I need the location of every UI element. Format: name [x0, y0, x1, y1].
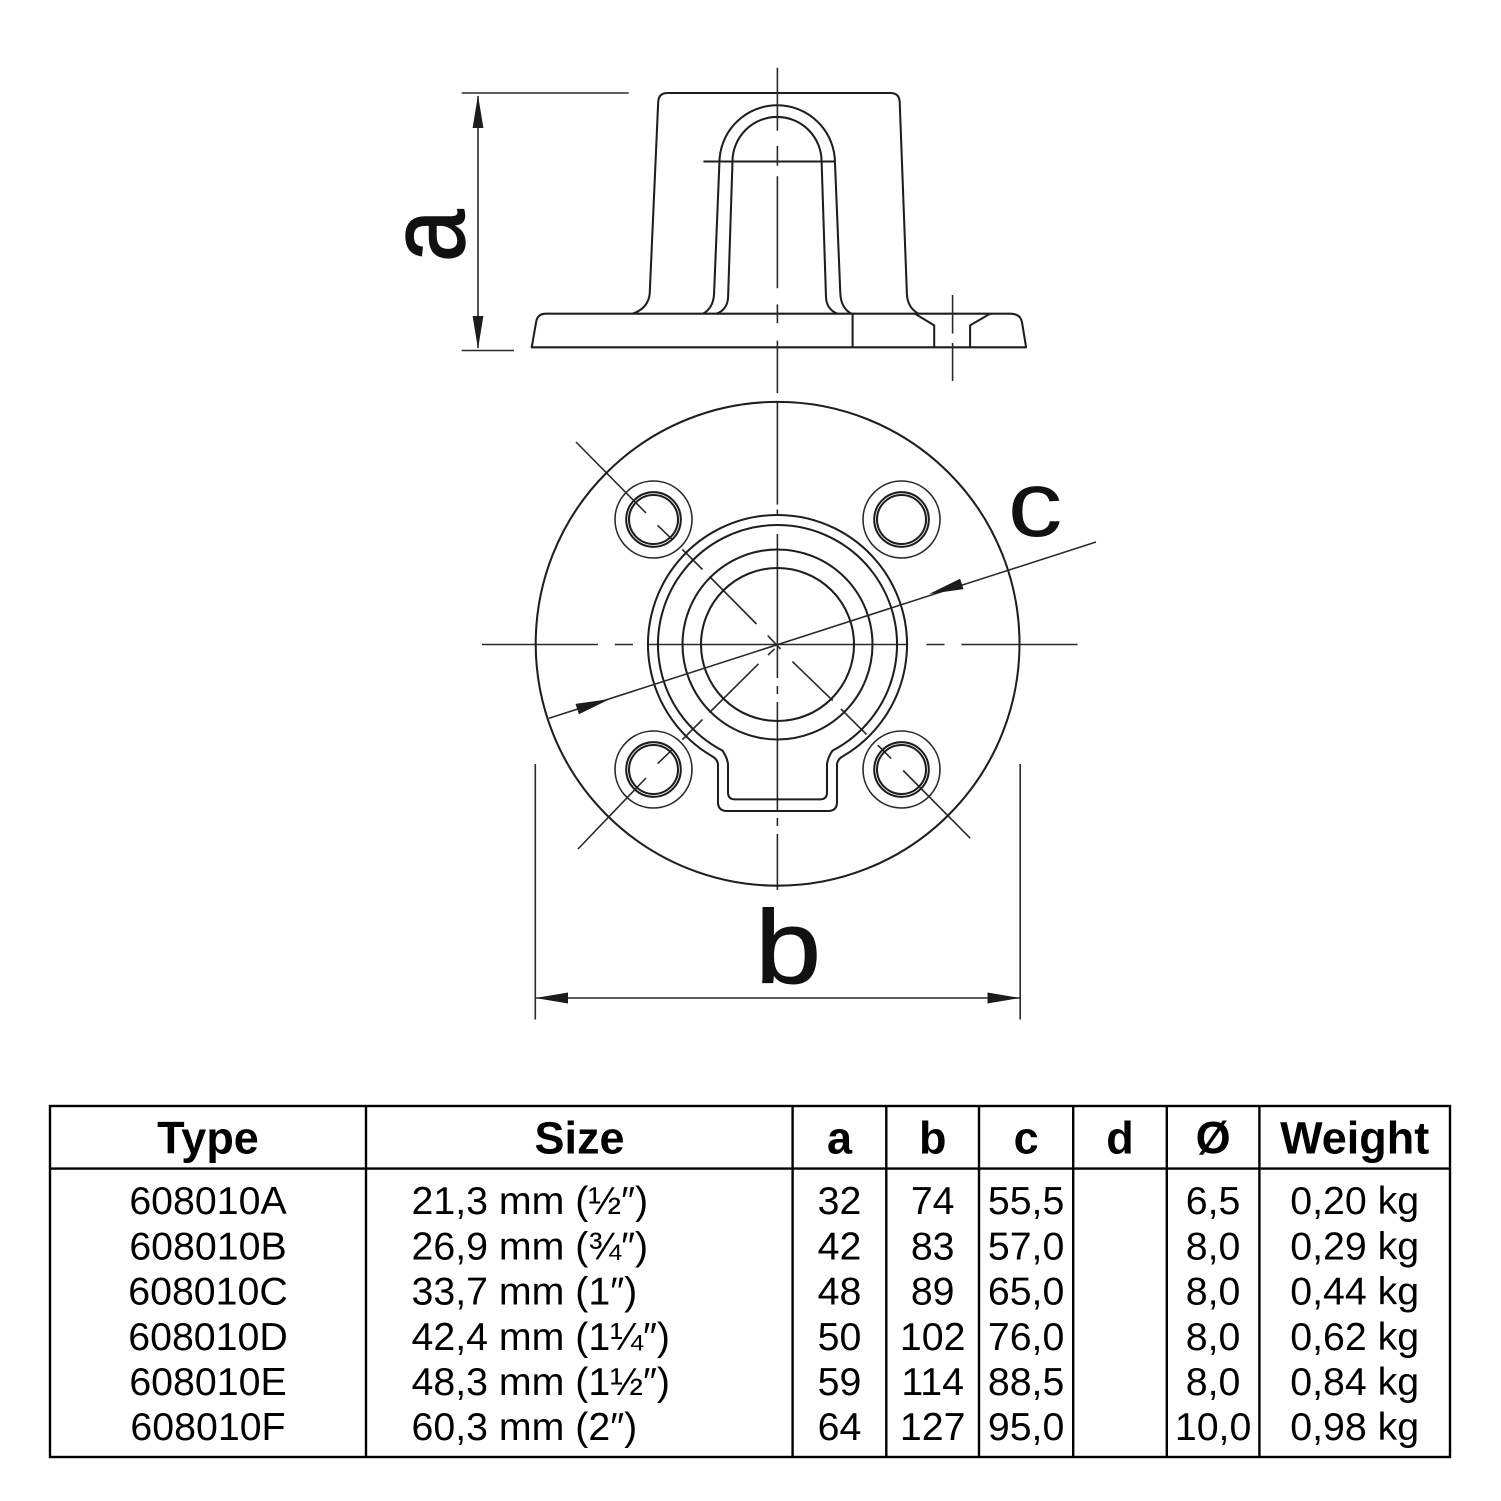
svg-text:608010D: 608010D: [128, 1315, 288, 1359]
svg-text:8,0: 8,0: [1186, 1270, 1241, 1314]
svg-text:a: a: [827, 1113, 853, 1164]
svg-text:6,5: 6,5: [1186, 1179, 1241, 1223]
svg-text:b: b: [755, 889, 821, 1005]
svg-text:608010A: 608010A: [129, 1179, 287, 1223]
svg-text:10,0: 10,0: [1175, 1405, 1251, 1449]
svg-text:65,0: 65,0: [988, 1270, 1064, 1314]
svg-text:c: c: [1008, 452, 1063, 556]
svg-text:Weight: Weight: [1280, 1113, 1429, 1164]
svg-text:b: b: [919, 1113, 947, 1164]
svg-text:0,98 kg: 0,98 kg: [1290, 1405, 1419, 1449]
svg-text:0,84 kg: 0,84 kg: [1290, 1360, 1419, 1404]
svg-text:33,7 mm (1″): 33,7 mm (1″): [412, 1270, 638, 1314]
svg-text:114: 114: [901, 1360, 964, 1404]
svg-text:608010F: 608010F: [130, 1405, 285, 1449]
svg-text:50: 50: [818, 1315, 862, 1359]
svg-text:0,20 kg: 0,20 kg: [1290, 1179, 1419, 1223]
svg-text:102: 102: [900, 1315, 966, 1359]
svg-text:57,0: 57,0: [988, 1224, 1064, 1268]
svg-text:55,5: 55,5: [988, 1179, 1064, 1223]
svg-text:95,0: 95,0: [988, 1405, 1064, 1449]
svg-text:8,0: 8,0: [1186, 1360, 1241, 1404]
svg-text:0,62 kg: 0,62 kg: [1290, 1315, 1419, 1359]
svg-text:0,44 kg: 0,44 kg: [1290, 1270, 1419, 1314]
svg-text:8,0: 8,0: [1186, 1224, 1241, 1268]
svg-text:42: 42: [818, 1224, 862, 1268]
svg-text:76,0: 76,0: [988, 1315, 1064, 1359]
svg-text:Type: Type: [157, 1113, 259, 1164]
svg-text:Ø: Ø: [1196, 1113, 1231, 1164]
svg-text:127: 127: [900, 1405, 966, 1449]
svg-text:89: 89: [911, 1270, 955, 1314]
svg-text:42,4 mm (1¼″): 42,4 mm (1¼″): [412, 1315, 671, 1359]
svg-text:8,0: 8,0: [1186, 1315, 1241, 1359]
svg-text:60,3 mm (2″): 60,3 mm (2″): [412, 1405, 638, 1449]
svg-text:Size: Size: [534, 1113, 624, 1164]
svg-text:48: 48: [818, 1270, 862, 1314]
svg-text:26,9 mm (¾″): 26,9 mm (¾″): [412, 1224, 649, 1268]
svg-text:0,29 kg: 0,29 kg: [1290, 1224, 1419, 1268]
svg-text:74: 74: [911, 1179, 955, 1223]
svg-text:32: 32: [818, 1179, 862, 1223]
svg-text:608010B: 608010B: [129, 1224, 286, 1268]
svg-text:48,3 mm (1½″): 48,3 mm (1½″): [412, 1360, 671, 1404]
svg-text:608010E: 608010E: [129, 1360, 286, 1404]
svg-text:a: a: [367, 209, 487, 262]
svg-text:59: 59: [818, 1360, 862, 1404]
svg-text:83: 83: [911, 1224, 955, 1268]
svg-text:c: c: [1014, 1113, 1039, 1164]
svg-text:64: 64: [818, 1405, 862, 1449]
svg-text:21,3 mm (½″): 21,3 mm (½″): [412, 1179, 649, 1223]
svg-text:88,5: 88,5: [988, 1360, 1064, 1404]
svg-text:d: d: [1106, 1113, 1134, 1164]
svg-text:608010C: 608010C: [128, 1270, 288, 1314]
